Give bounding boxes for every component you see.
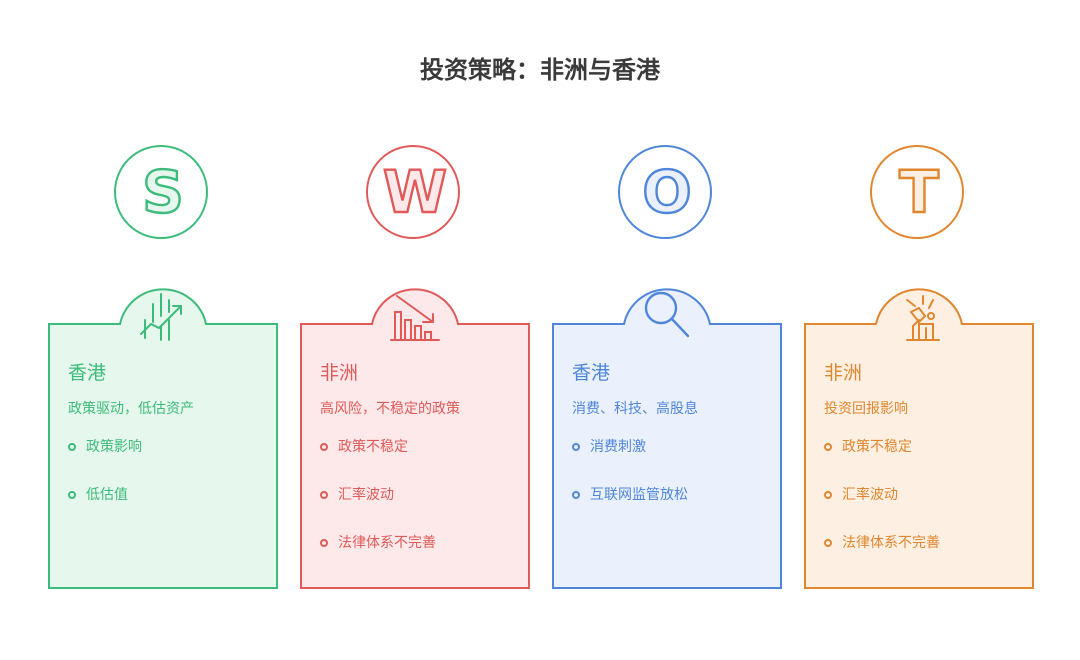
- bullet-list: 政策不稳定汇率波动法律体系不完善: [824, 437, 1019, 553]
- list-item: 汇率波动: [320, 485, 515, 505]
- bullet-list: 消费刺激互联网监管放松: [572, 437, 767, 505]
- bullet-list: 政策影响低估值: [68, 437, 263, 505]
- list-item: 消费刺激: [572, 437, 767, 457]
- card-subtitle: 政策驱动，低估资产: [68, 401, 194, 417]
- strength-card: [48, 270, 278, 594]
- card-subtitle: 投资回报影响: [824, 401, 908, 417]
- swot-column-opportunity: O 香港消费、科技、高股息消费刺激互联网监管放松: [552, 0, 782, 660]
- svg-text:S: S: [142, 158, 184, 226]
- bullet-dot-icon: [68, 491, 76, 499]
- bullet-list: 政策不稳定汇率波动法律体系不完善: [320, 437, 515, 553]
- growth-chart-icon: [137, 290, 189, 348]
- list-item-label: 法律体系不完善: [842, 535, 940, 551]
- swot-column-threat: T 非洲投资回报影响政策不稳定汇率波动法律体系不完善: [804, 0, 1034, 660]
- threat-letter-circle: T: [870, 145, 964, 239]
- declining-bar-chart-icon: [389, 290, 441, 348]
- list-item: 政策不稳定: [824, 437, 1019, 457]
- magnifier-icon: [641, 290, 693, 348]
- list-item: 互联网监管放松: [572, 485, 767, 505]
- list-item-label: 汇率波动: [842, 487, 898, 503]
- card-heading: 香港: [68, 362, 107, 384]
- bullet-dot-icon: [320, 539, 328, 547]
- card-heading: 非洲: [320, 362, 359, 384]
- list-item: 低估值: [68, 485, 263, 505]
- opportunity-letter-circle: O: [618, 145, 712, 239]
- svg-text:W: W: [383, 158, 447, 226]
- bullet-dot-icon: [572, 443, 580, 451]
- list-item-label: 政策影响: [86, 439, 142, 455]
- list-item-label: 法律体系不完善: [338, 535, 436, 551]
- bullet-dot-icon: [572, 491, 580, 499]
- card-heading: 非洲: [824, 362, 863, 384]
- weakness-letter-circle: W: [366, 145, 460, 239]
- swot-column-weakness: W 非洲高风险，不稳定的政策政策不稳定汇率波动法律体系不完善: [300, 0, 530, 660]
- list-item: 法律体系不完善: [824, 533, 1019, 553]
- bullet-dot-icon: [320, 443, 328, 451]
- opportunity-card: [552, 270, 782, 594]
- bullet-dot-icon: [320, 491, 328, 499]
- svg-text:O: O: [642, 158, 691, 226]
- card-subtitle: 消费、科技、高股息: [572, 401, 698, 417]
- list-item-label: 政策不稳定: [842, 439, 912, 455]
- weakness-card: [300, 270, 530, 594]
- bullet-dot-icon: [824, 443, 832, 451]
- list-item-label: 低估值: [86, 487, 128, 503]
- list-item-label: 消费刺激: [590, 439, 646, 455]
- card-subtitle: 高风险，不稳定的政策: [320, 401, 460, 417]
- svg-text:T: T: [899, 158, 939, 226]
- bullet-dot-icon: [68, 443, 76, 451]
- swot-column-strength: S 香港政策驱动，低估资产政策影响低估值: [48, 0, 278, 660]
- list-item: 汇率波动: [824, 485, 1019, 505]
- bullet-dot-icon: [824, 539, 832, 547]
- collapsing-building-icon: [893, 290, 945, 348]
- strength-letter-circle: S: [114, 145, 208, 239]
- bullet-dot-icon: [824, 491, 832, 499]
- list-item: 法律体系不完善: [320, 533, 515, 553]
- list-item: 政策影响: [68, 437, 263, 457]
- page-title: 投资策略：非洲与香港: [420, 56, 660, 84]
- list-item-label: 互联网监管放松: [590, 487, 688, 503]
- list-item-label: 政策不稳定: [338, 439, 408, 455]
- threat-card: [804, 270, 1034, 594]
- card-heading: 香港: [572, 362, 611, 384]
- list-item: 政策不稳定: [320, 437, 515, 457]
- list-item-label: 汇率波动: [338, 487, 394, 503]
